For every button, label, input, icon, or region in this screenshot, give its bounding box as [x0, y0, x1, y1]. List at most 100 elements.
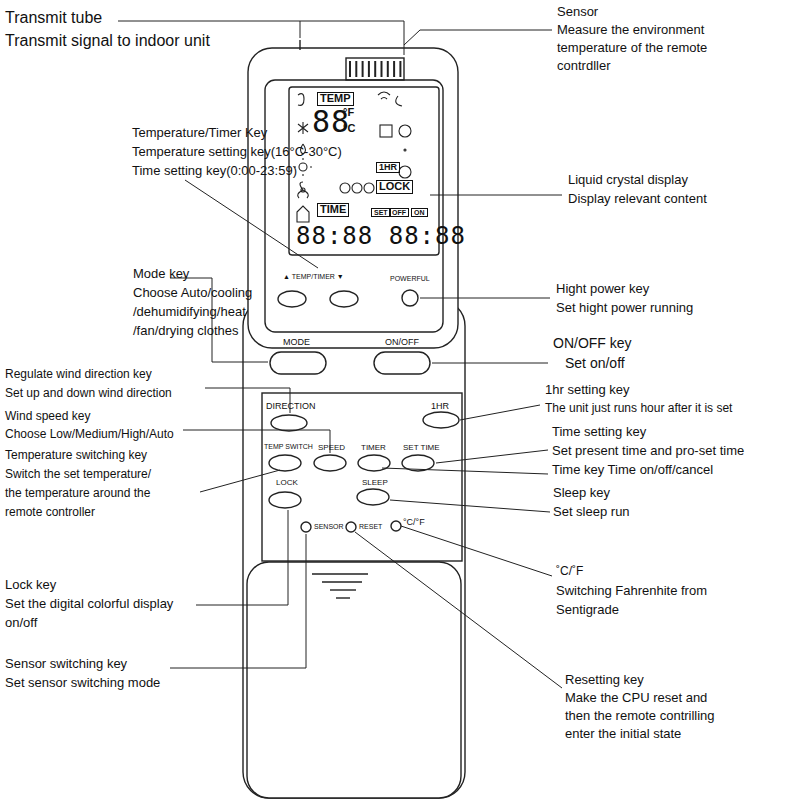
button-label: °C/°F	[403, 517, 425, 528]
callout-text: The unit just runs hour after it is set	[545, 401, 732, 415]
callout-text: Set present time and pro-set time	[552, 443, 744, 459]
button-label: ON/OFF	[385, 337, 419, 348]
callout-text: temperature of the remote	[557, 40, 707, 56]
lcd-text: TIME	[317, 203, 349, 217]
callout-text: Wind speed key	[5, 409, 90, 423]
grille-stroke	[399, 61, 401, 77]
button	[357, 489, 389, 505]
button	[391, 521, 401, 531]
button	[271, 415, 307, 431]
grille-stroke	[368, 61, 370, 77]
callout-text: Sleep key	[553, 485, 610, 501]
callout-text: Lock key	[5, 577, 56, 593]
button-label: SLEEP	[362, 478, 388, 488]
grille-stroke	[374, 61, 376, 77]
callout-text: on/off	[5, 615, 37, 631]
button	[269, 492, 301, 508]
lcd-text: SET	[371, 208, 391, 217]
lcd-text: 88:88 88:88	[296, 222, 466, 251]
grille-stroke	[349, 61, 351, 77]
leader-lines	[118, 21, 562, 688]
callout-text: Sentigrade	[556, 602, 619, 618]
callout-text: Temperature setting key(16°C-30°C)	[132, 144, 342, 160]
remote-body	[243, 300, 465, 798]
callout-text: then the remote contrilling	[565, 708, 715, 724]
lcd-text: ON	[411, 208, 428, 217]
callout-text: 1hr setting key	[545, 382, 630, 398]
callout-text: Set the digital colorful display	[5, 596, 173, 612]
callout-text: Set sensor switching mode	[5, 675, 160, 691]
callout-text: Time setting key	[552, 424, 646, 440]
button-label: TIMER	[361, 443, 386, 453]
lcd-text: °C	[343, 122, 355, 135]
callout-text: Regulate wind direction key	[5, 367, 152, 381]
callout-text: Temperature switching key	[5, 448, 147, 462]
button-label: MODE	[283, 337, 310, 348]
callout-text: Choose Low/Medium/High/Auto	[5, 427, 174, 441]
sensor-grille	[346, 58, 404, 80]
button-label: DIRECTION	[266, 401, 316, 412]
callout-text: remote controller	[5, 505, 95, 519]
grille-stroke	[362, 61, 364, 77]
grille-stroke	[387, 61, 389, 77]
callout-text: contrdller	[557, 58, 610, 74]
callout-text: Time setting key(0:00-23:59)	[132, 163, 297, 179]
callout-text: Sensor switching key	[5, 656, 127, 672]
callout-text: enter the initial state	[565, 726, 681, 742]
callout-text: Mode key	[133, 266, 189, 282]
callout-text: the temperature around the	[5, 486, 150, 500]
callout-text: Hight power key	[556, 281, 649, 297]
button-label: POWERFUL	[390, 275, 430, 283]
grille-stroke	[381, 61, 383, 77]
button-label: ▲ TEMP/TIMER ▼	[283, 273, 344, 281]
callout-text: Sensor	[557, 4, 598, 20]
button-label: SPEED	[318, 443, 345, 453]
lcd-text: 1HR	[376, 162, 400, 173]
button-label: TEMP SWITCH	[264, 443, 313, 451]
callout-text: ON/OFF key	[553, 335, 632, 352]
button	[374, 352, 430, 374]
callout-text: Measure the environment	[557, 22, 704, 38]
remote-head	[248, 48, 458, 348]
lcd-text: LOCK	[376, 180, 413, 194]
callout-text: Set up and down wind direction	[5, 386, 172, 400]
callout-text: Choose Auto/cooling	[133, 285, 252, 301]
battery-cover	[247, 562, 461, 798]
grille-stroke	[393, 61, 395, 77]
callout-text: /dehumidifying/heat	[133, 304, 246, 320]
lcd-text: OFF	[389, 208, 409, 217]
button	[402, 290, 418, 306]
button	[423, 412, 459, 428]
callout-text: Transmit signal to indoor unit	[5, 31, 210, 50]
lcd-text: TEMP	[317, 92, 354, 106]
front-panel	[265, 80, 443, 332]
callout-text: Transmit tube	[5, 8, 102, 27]
button-label: LOCK	[276, 478, 298, 488]
button	[278, 291, 306, 307]
callout-text: Set on/off	[565, 355, 625, 372]
lcd-text: °F	[343, 106, 354, 119]
callout-text: Resetting key	[565, 672, 644, 688]
button	[330, 291, 358, 307]
callout-text: Temperature/Timer Key	[132, 125, 267, 141]
callout-text: Set hight power running	[556, 300, 693, 316]
callout-text: ˚C/˚F	[556, 564, 583, 578]
button-label: SET TIME	[403, 443, 440, 453]
button	[346, 522, 356, 532]
callout-text: Switch the set temperature/	[5, 467, 151, 481]
callout-text: Time key Time on/off/cancel	[552, 462, 713, 478]
button-label: 1HR	[431, 401, 449, 412]
button-label: SENSOR	[314, 523, 344, 531]
button	[301, 522, 311, 532]
callout-text: Make the CPU reset and	[565, 690, 707, 706]
callout-text: Display relevant content	[568, 191, 707, 207]
callout-text: /fan/drying clothes	[133, 323, 239, 339]
button	[269, 455, 301, 471]
button-label: RESET	[359, 523, 382, 531]
callout-text: Liquid crystal display	[568, 172, 688, 188]
grille-stroke	[355, 61, 357, 77]
callout-text: Switching Fahrenhite from	[556, 583, 707, 599]
button	[314, 455, 346, 471]
button	[270, 352, 326, 374]
callout-text: Set sleep run	[553, 504, 630, 520]
